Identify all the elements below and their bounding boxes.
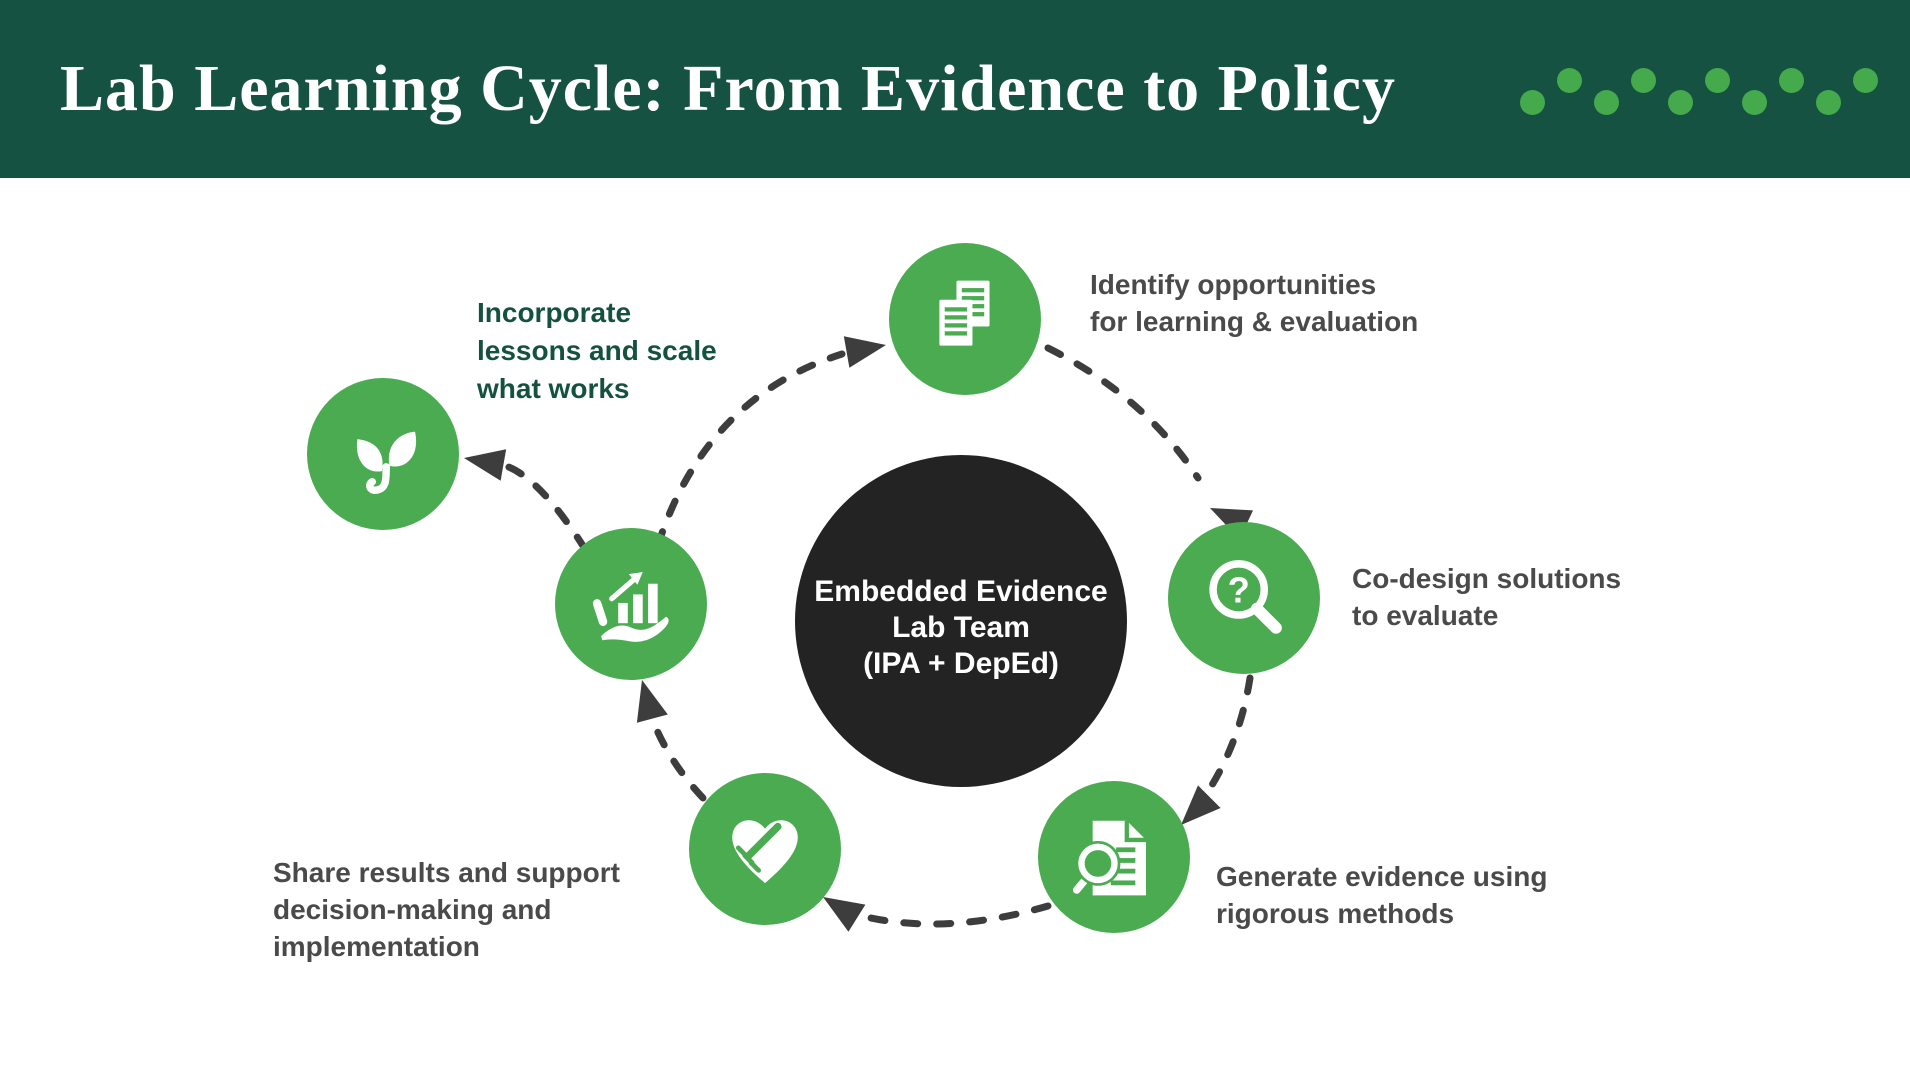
label-line: Generate evidence using bbox=[1216, 861, 1548, 892]
handshake-heart-icon bbox=[732, 820, 798, 884]
arc-share-to-progress bbox=[652, 724, 707, 802]
label-line: Identify opportunities bbox=[1090, 269, 1377, 300]
label-codesign: Co-design solutions to evaluate bbox=[1352, 560, 1621, 634]
label-line: rigorous methods bbox=[1216, 898, 1455, 929]
label-line: implementation bbox=[273, 931, 480, 962]
node-progress bbox=[555, 528, 707, 680]
label-generate: Generate evidence using rigorous methods bbox=[1216, 858, 1547, 932]
document-magnifier-icon bbox=[1069, 820, 1146, 897]
node-identify bbox=[889, 243, 1041, 395]
arc-generate-to-share bbox=[858, 902, 1052, 928]
arrowhead-into-progress bbox=[636, 680, 668, 723]
label-line: what works bbox=[477, 373, 630, 404]
label-line: to evaluate bbox=[1352, 600, 1499, 631]
decorative-dot bbox=[1853, 68, 1878, 93]
label-identify: Identify opportunities for learning & ev… bbox=[1090, 266, 1418, 340]
arc-codesign-to-generate bbox=[1203, 674, 1254, 797]
center-node-line: Lab Team bbox=[892, 611, 1030, 644]
label-share: Share results and support decision-makin… bbox=[273, 854, 620, 965]
node-incorporate bbox=[307, 378, 459, 530]
svg-text:?: ? bbox=[1228, 569, 1250, 610]
label-line: lessons and scale bbox=[477, 335, 717, 366]
arc-identify-to-codesign bbox=[1044, 344, 1202, 482]
node-share bbox=[689, 773, 841, 925]
decorative-dot bbox=[1557, 68, 1582, 93]
node-generate bbox=[1038, 781, 1190, 933]
node-codesign: ? bbox=[1168, 522, 1320, 674]
decorative-dot bbox=[1631, 68, 1656, 93]
decorative-dot bbox=[1779, 68, 1804, 93]
arrowhead-into-identify bbox=[843, 336, 886, 368]
hand-growth-chart-icon bbox=[592, 572, 669, 642]
decorative-dot bbox=[1520, 90, 1545, 115]
decorative-dot bbox=[1668, 90, 1693, 115]
decorative-dot bbox=[1705, 68, 1730, 93]
label-line: Share results and support bbox=[273, 857, 620, 888]
label-line: decision-making and bbox=[273, 894, 552, 925]
decorative-dot bbox=[1816, 90, 1841, 115]
sprout-icon bbox=[356, 431, 417, 495]
arrowhead-into-incorporate bbox=[464, 449, 507, 481]
dot-pattern bbox=[1520, 68, 1878, 115]
center-node: Embedded Evidence Lab Team (IPA + DepEd) bbox=[795, 455, 1127, 787]
label-line: Co-design solutions bbox=[1352, 563, 1622, 594]
center-node-line: Embedded Evidence bbox=[814, 575, 1108, 608]
label-incorporate: Incorporate lessons and scale what works bbox=[477, 294, 717, 408]
label-line: Incorporate bbox=[477, 297, 632, 328]
header-bar: Lab Learning Cycle: From Evidence to Pol… bbox=[0, 0, 1910, 178]
center-node-line: (IPA + DepEd) bbox=[863, 647, 1059, 680]
documents-icon bbox=[939, 280, 990, 346]
decorative-dot bbox=[1742, 90, 1767, 115]
page-title: Lab Learning Cycle: From Evidence to Pol… bbox=[60, 52, 1396, 125]
question-magnifier-icon: ? bbox=[1209, 560, 1282, 634]
arc-progress-to-sprout bbox=[502, 462, 589, 553]
label-line: for learning & evaluation bbox=[1090, 306, 1419, 337]
decorative-dot bbox=[1594, 90, 1619, 115]
